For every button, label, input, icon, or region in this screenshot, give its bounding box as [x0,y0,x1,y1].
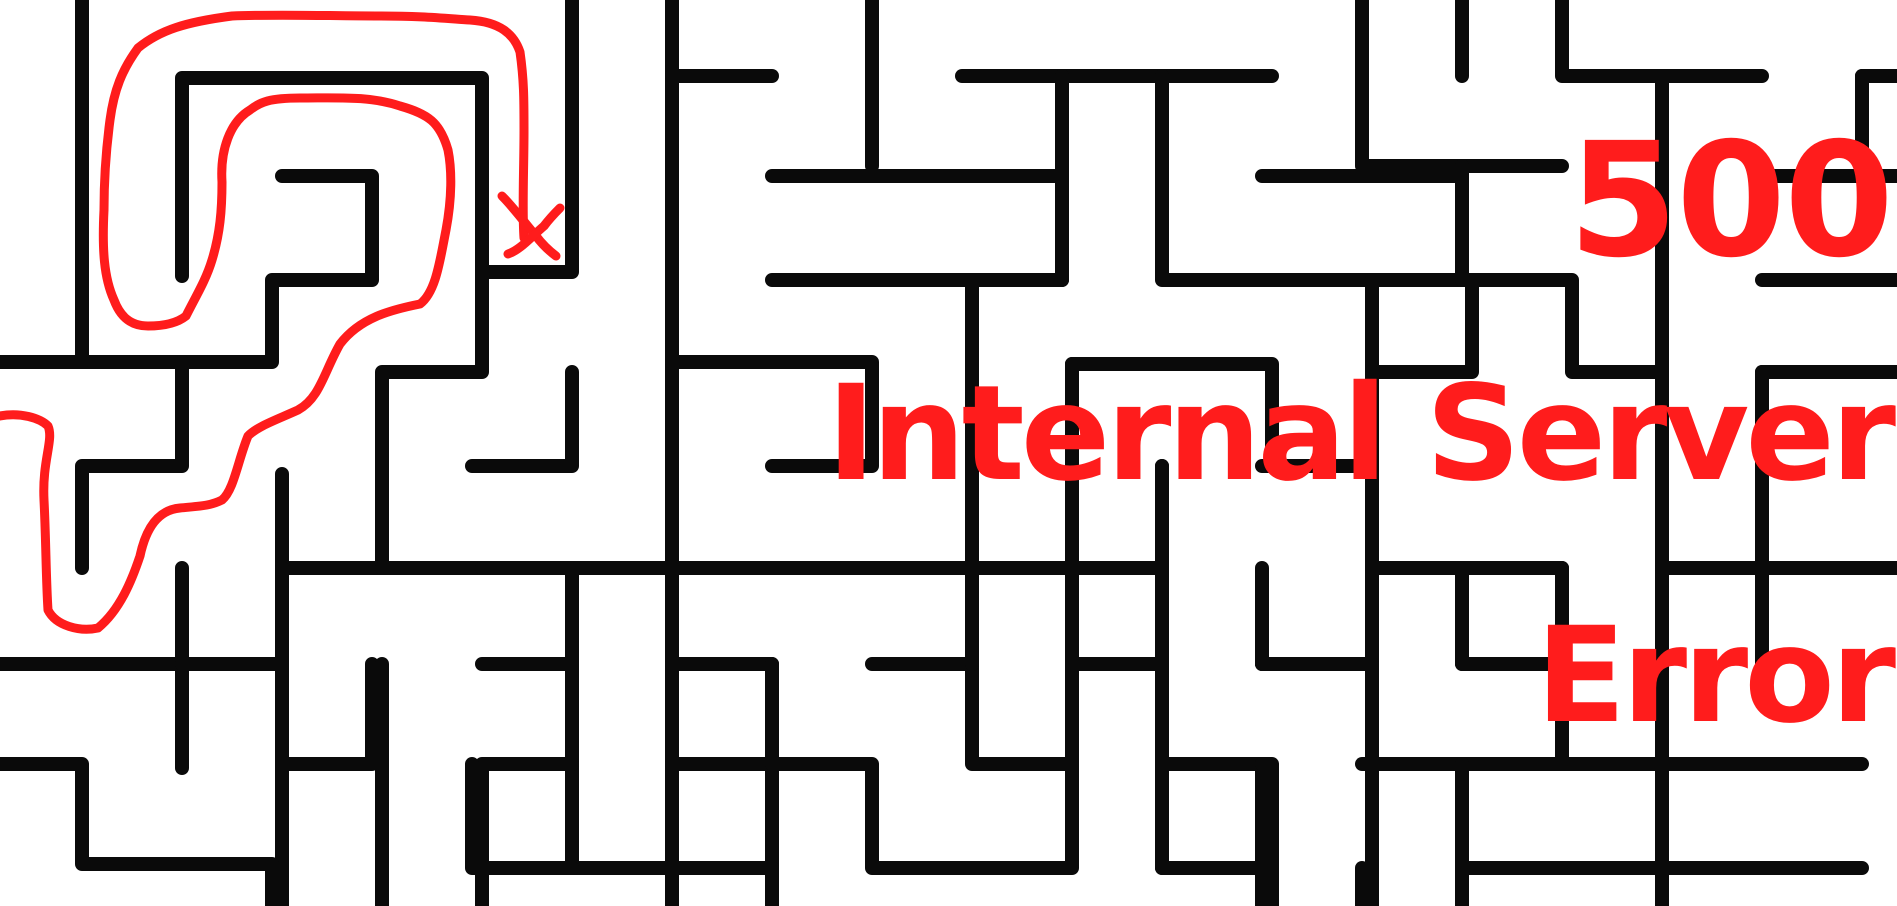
error-title-line1: Internal Server [827,368,1892,500]
error-code: 500 [1568,122,1892,280]
error-title-line2: Error [1536,610,1892,742]
